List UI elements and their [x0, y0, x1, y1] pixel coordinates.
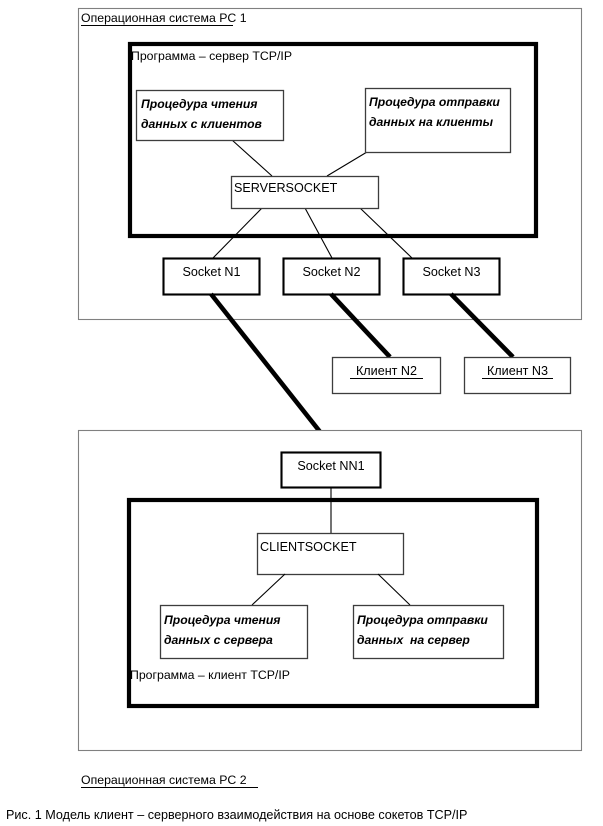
- socket-nn1-label: Socket NN1: [297, 459, 364, 473]
- link-socket-n2-to-client-n2: [329, 292, 392, 359]
- program-frame-server: [127, 41, 539, 239]
- figure-caption: Рис. 1 Модель клиент – серверного взаимо…: [6, 808, 467, 822]
- procedure-box-send-to-clients[interactable]: [364, 87, 512, 154]
- procedure-send-to-server-line1: Процедура отправки: [357, 613, 488, 627]
- link-serversocket-to-socket-n2: [304, 207, 333, 259]
- procedure-read-from-server-line1: Процедура чтения: [164, 613, 280, 627]
- procedure-box-read-from-server[interactable]: [159, 604, 309, 660]
- procedure-box-read-from-clients[interactable]: [135, 89, 285, 142]
- socket-n3-label: Socket N3: [422, 265, 480, 279]
- clientsocket-label: CLIENTSOCKET: [260, 540, 357, 554]
- serversocket-label: SERVERSOCKET: [234, 181, 338, 195]
- procedure-read-from-clients-line2: данных с клиентов: [141, 117, 263, 131]
- os-title-pc1: Операционная система PC 1: [81, 11, 247, 25]
- procedure-box-send-to-server[interactable]: [352, 604, 505, 660]
- link-clientsocket-to-send-proc: [377, 573, 411, 606]
- socket-n1-label: Socket N1: [182, 265, 240, 279]
- procedure-read-from-server-line2: данных с сервера: [164, 633, 273, 647]
- socket-box-n2[interactable]: [282, 257, 381, 296]
- client-box-n2[interactable]: [331, 356, 442, 395]
- procedure-read-from-clients-line1: Процедура чтения: [141, 97, 257, 111]
- clientsocket-box[interactable]: [256, 532, 405, 576]
- program-frame-client: [126, 497, 540, 709]
- client-n2-label: Клиент N2: [356, 364, 417, 378]
- program-title-server: Программа – сервер TCP/IP: [131, 49, 292, 63]
- os-title-pc2: Операционная система PC 2: [81, 773, 247, 787]
- program-title-client: Программа – клиент TCP/IP: [130, 668, 290, 682]
- procedure-send-to-clients-line2: данных на клиенты: [369, 115, 494, 129]
- client-n3-label: Клиент N3: [487, 364, 548, 378]
- link-serversocket-to-socket-n3: [359, 207, 413, 259]
- procedure-send-to-server-line2: данных на сервер: [357, 633, 470, 647]
- link-send-proc-to-serversocket: [326, 151, 368, 177]
- socket-n2-label: Socket N2: [302, 265, 360, 279]
- socket-box-n3[interactable]: [402, 257, 501, 296]
- procedure-send-to-clients-line1: Процедура отправки: [369, 95, 500, 109]
- client-box-n3[interactable]: [463, 356, 572, 395]
- link-clientsocket-to-read-proc: [251, 573, 286, 606]
- link-socket-n3-to-client-n3: [449, 292, 515, 359]
- serversocket-box[interactable]: [230, 175, 380, 210]
- link-serversocket-to-socket-n1: [212, 207, 263, 259]
- link-read-proc-to-serversocket: [231, 139, 273, 177]
- link-socket-n1-to-socket-nn1: [209, 292, 338, 454]
